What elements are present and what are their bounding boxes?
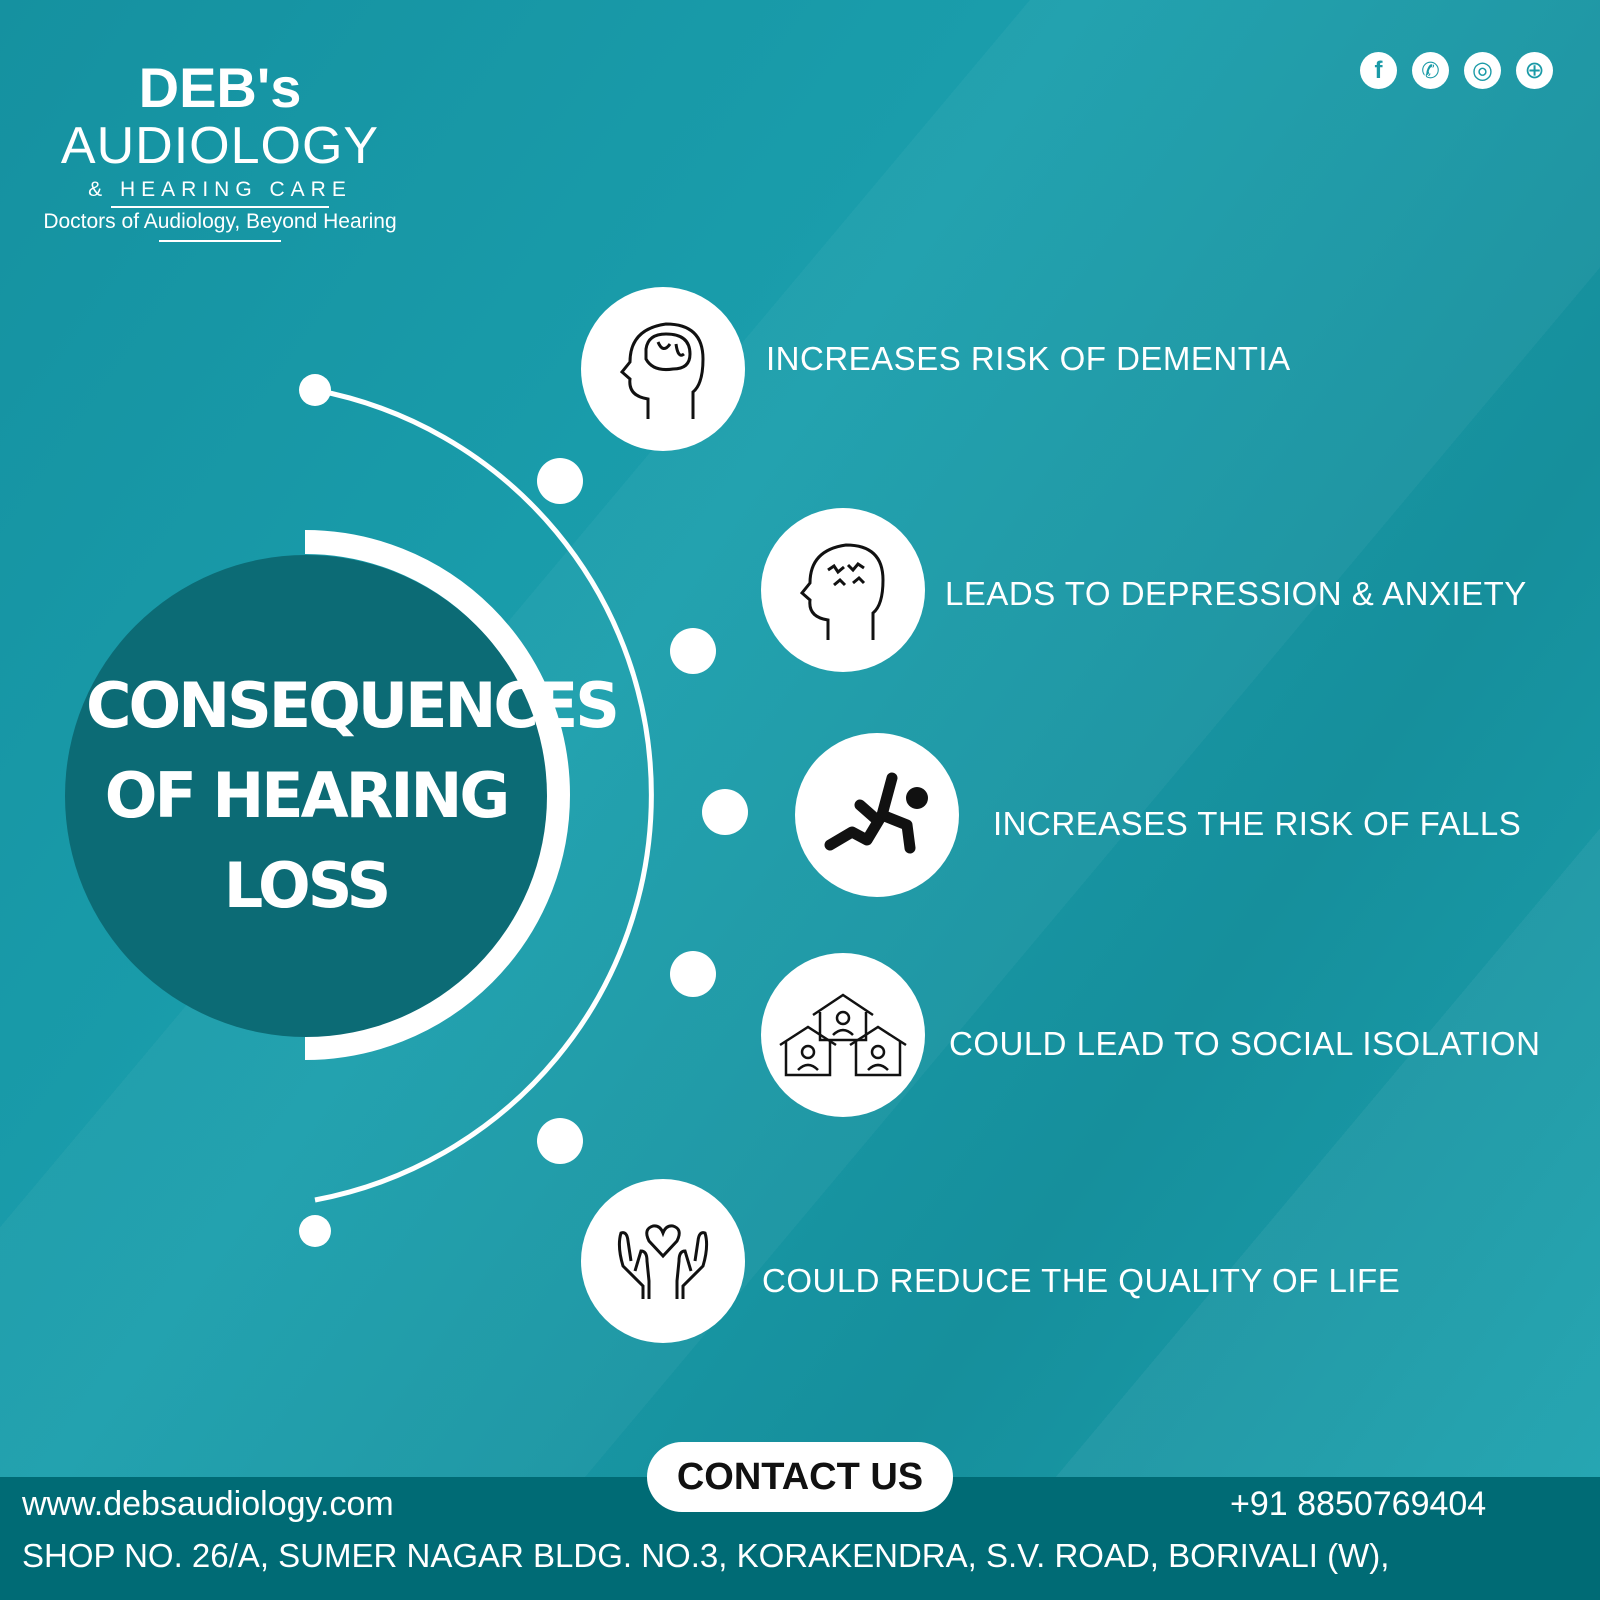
facebook-glyph: f [1374,56,1383,84]
heart-hands-icon [581,1179,745,1343]
arc-dot [537,1118,583,1164]
website-link[interactable]: www.debsaudiology.com [22,1485,394,1523]
arc-dot [670,951,716,997]
logo-audiology: AUDIOLOGY [60,117,380,175]
logo-divider [111,206,329,208]
arc-dot [670,628,716,674]
facebook-icon[interactable]: f [1360,52,1397,89]
brain-head-icon [581,287,745,451]
title-circle: CONSEQUENCES OF HEARING LOSS [65,555,620,1037]
title-line: LOSS [223,849,392,922]
arc-dot [537,458,583,504]
arc-line [314,387,654,1203]
instagram-icon[interactable]: ◎ [1464,52,1501,89]
falling-person-icon [795,733,959,897]
logo-tagline: Doctors of Audiology, Beyond Hearing [43,210,397,233]
title-ring [304,530,570,1060]
arc-dot [702,789,748,835]
address: SHOP NO. 26/A, SUMER NAGAR BLDG. NO.3, K… [22,1537,1390,1574]
arc-dot [299,1215,331,1247]
logo-debs: DEB's [138,56,302,119]
whatsapp-glyph: ✆ [1421,57,1440,83]
title-line: CONSEQUENCES [86,669,620,742]
contact-us-button[interactable]: CONTACT US [647,1442,953,1512]
logo: DEB's AUDIOLOGY & HEARING CARE Doctors o… [20,58,420,242]
isolated-houses-icon [761,953,925,1117]
item-label: INCREASES THE RISK OF FALLS [993,805,1522,842]
main-title: CONSEQUENCES OF HEARING LOSS [86,661,620,931]
instagram-glyph: ◎ [1472,57,1493,84]
whatsapp-icon[interactable]: ✆ [1412,52,1449,89]
anxious-head-icon [761,508,925,672]
logo-divider [159,240,281,242]
arc-dot [299,374,331,406]
title-line: OF HEARING [104,759,510,832]
item-label: LEADS TO DEPRESSION & ANXIETY [945,575,1527,612]
item-label: COULD REDUCE THE QUALITY OF LIFE [762,1262,1401,1299]
phone-number[interactable]: +91 8850769404 [1230,1485,1487,1523]
dribbble-glyph: ⊕ [1524,57,1545,84]
dribbble-icon[interactable]: ⊕ [1516,52,1553,89]
logo-subtitle: & HEARING CARE [88,178,352,201]
item-label: INCREASES RISK OF DEMENTIA [766,340,1291,377]
item-label: COULD LEAD TO SOCIAL ISOLATION [949,1025,1541,1062]
